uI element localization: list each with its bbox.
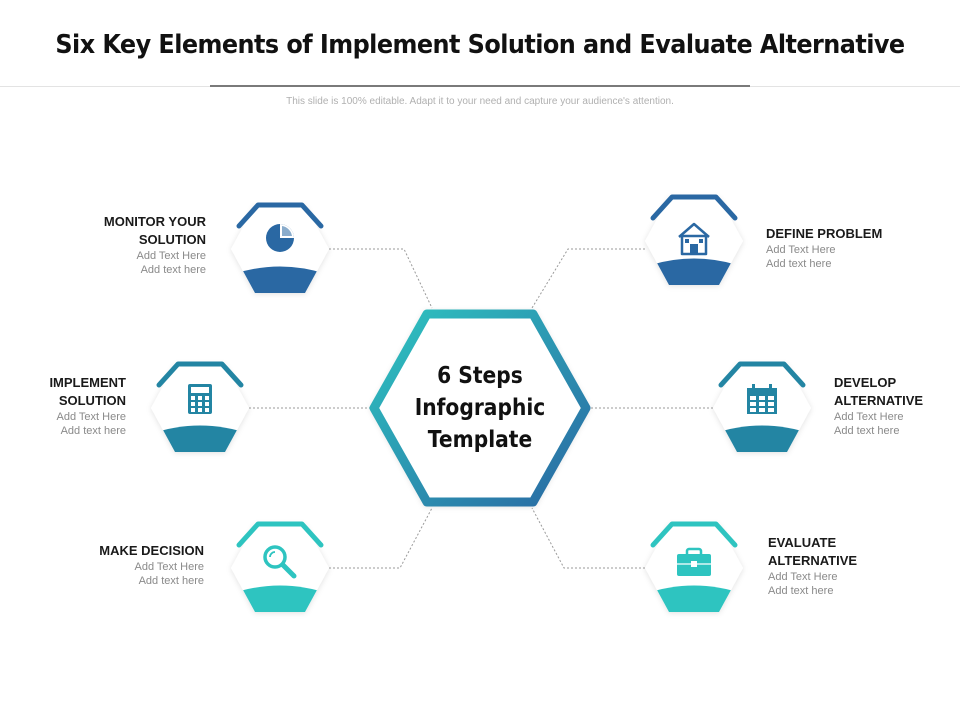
step-description: Add Text Here Add text here [834,411,904,437]
step-title: EVALUATE ALTERNATIVE [768,535,858,568]
step-description: Add Text Here Add text here [768,571,838,597]
step-label-develop: DEVELOP ALTERNATIVE Add Text Here Add te… [834,374,954,438]
step-label-evaluate: EVALUATE ALTERNATIVE Add Text Here Add t… [768,534,948,598]
pie-chart-icon [266,224,294,252]
calendar-icon [747,384,777,414]
connector-lines [249,248,713,569]
step-label-implement: IMPLEMENT SOLUTION Add Text Here Add tex… [0,374,126,438]
slide-subtitle: This slide is 100% editable. Adapt it to… [286,96,674,107]
title-underline [210,85,750,87]
step-title: IMPLEMENT SOLUTION [49,375,126,408]
step-title: DEFINE PROBLEM [766,226,883,241]
connector-define [531,248,645,309]
step-title: MONITOR YOUR SOLUTION [103,214,206,247]
center-hexagon [369,309,591,507]
step-label-monitor: MONITOR YOUR SOLUTION Add Text Here Add … [6,213,206,277]
center-title: 6 Steps Infographic Template [414,363,546,453]
step-description: Add Text Here Add text here [766,244,836,270]
briefcase-icon [677,547,711,576]
step-label-define: DEFINE PROBLEM Add Text Here Add text he… [766,225,946,271]
step-node-develop [713,361,811,452]
step-node-decision [231,521,329,612]
step-description: Add Text Here Add text here [136,250,206,276]
step-description: Add Text Here Add text here [56,411,126,437]
step-node-monitor [231,202,329,293]
house-icon [678,222,710,256]
slide-title: Six Key Elements of Implement Solution a… [55,30,905,60]
step-label-decision: MAKE DECISION Add Text Here Add text her… [4,542,204,588]
connector-decision [329,507,433,569]
magnifier-icon [263,545,297,579]
step-description: Add Text Here Add text here [134,561,204,587]
step-node-implement [151,361,249,452]
step-title: DEVELOP ALTERNATIVE [834,375,924,408]
step-node-define [645,194,743,285]
step-title: MAKE DECISION [99,543,204,558]
connector-monitor [329,248,433,309]
step-node-evaluate [645,521,743,612]
connector-evaluate [531,507,645,569]
calculator-icon [188,384,212,414]
